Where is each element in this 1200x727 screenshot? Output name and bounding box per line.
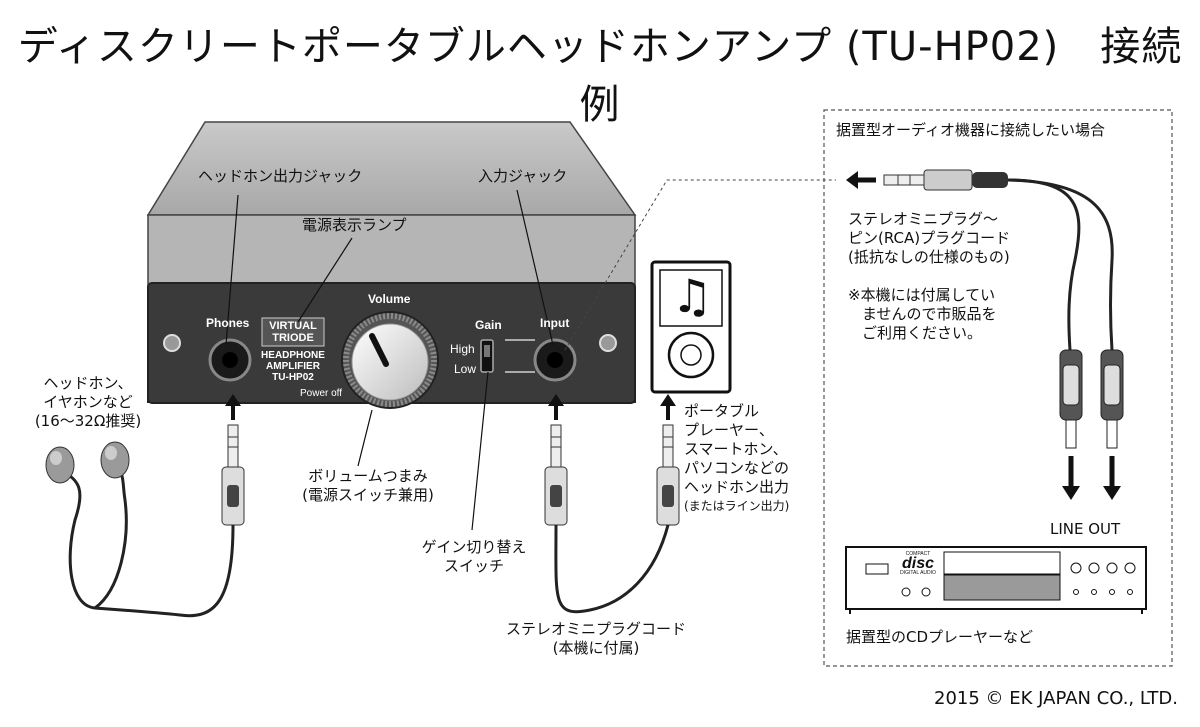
panel-screw-left: [163, 334, 181, 352]
callout-power-lamp: 電源表示ランプ: [302, 216, 407, 234]
phones-plug: [221, 424, 245, 526]
callout-headphones-line-3: (16〜32Ω推奨): [34, 412, 142, 430]
rca-cord-mini-plug: [846, 169, 1008, 191]
page-title: ディスクリートポータブルヘッドホンアンプ (TU-HP02) 接続例: [17, 24, 1183, 128]
rca-note-line-2: ませんので市販品を: [862, 305, 997, 323]
panel-label-gain: Gain: [475, 318, 502, 332]
rca-cord-line-2: ピン(RCA)プラグコード: [848, 229, 1011, 247]
rca-note-line-1: ※本機には付属してい: [848, 286, 996, 304]
input-plug: [544, 424, 568, 526]
stationary-heading: 据置型オーディオ機器に接続したい場合: [836, 121, 1105, 139]
brand-badge: VIRTUAL TRIODE: [262, 320, 324, 344]
callout-headphones: ヘッドホン、 イヤホンなど (16〜32Ω推奨): [28, 374, 148, 431]
panel-label-phones: Phones: [206, 316, 250, 330]
callout-input-jack: 入力ジャック: [478, 167, 568, 185]
callout-volume-line-1: ボリュームつまみ: [308, 467, 428, 485]
panel-label-power-off: Power off: [300, 388, 343, 399]
power-lamp-led: [261, 317, 325, 347]
rca-y-cable: [1007, 178, 1081, 351]
callout-gain-line-1: ゲイン切り替え: [421, 538, 527, 556]
callout-gain-line-2: スイッチ: [443, 557, 504, 575]
callout-headphone-output-jack: ヘッドホン出力ジャック: [198, 167, 363, 185]
product-line-2: AMPLIFIER: [266, 361, 320, 372]
callout-gain-switch: ゲイン切り替え スイッチ: [418, 538, 530, 576]
callout-player-line-5: ヘッドホン出力: [684, 478, 790, 496]
panel-label-gain-high: High: [450, 342, 475, 356]
cd-logo-main: disc: [901, 555, 934, 572]
rca-cord-note: ※本機には付属してい ませんので市販品を ご利用ください。: [848, 286, 997, 343]
callout-portable-player: ポータブル プレーヤー、 スマートホン、 パソコンなどの ヘッドホン出力 (また…: [684, 402, 789, 516]
rca-cord-line-1: ステレオミニプラグ〜: [848, 210, 999, 228]
brand-line-2: TRIODE: [272, 332, 314, 344]
cd-player-label: 据置型のCDプレーヤーなど: [846, 628, 1034, 646]
callout-player-line-2: プレーヤー、: [684, 421, 774, 439]
callout-cable-line-2: (本機に付属): [552, 639, 640, 657]
player-plug: [656, 424, 680, 526]
cd-logo-top: COMPACT: [905, 551, 931, 557]
callout-player-line-3: スマートホン、: [684, 440, 788, 458]
earbud-left: [45, 446, 75, 484]
callout-player-line-1: ポータブル: [684, 402, 760, 420]
panel-screw-right: [599, 334, 617, 352]
callout-cable-line-1: ステレオミニプラグコード: [505, 620, 686, 638]
product-model: TU-HP02: [272, 372, 314, 383]
callout-player-line-6: (またはライン出力): [684, 499, 790, 513]
brand-line-1: VIRTUAL: [269, 320, 317, 332]
stereo-mini-cable: [554, 524, 670, 614]
music-note-icon: ♫: [671, 269, 713, 323]
callout-player-line-4: パソコンなどの: [684, 459, 790, 477]
panel-label-volume: Volume: [368, 292, 411, 306]
product-line-1: HEADPHONE: [261, 350, 325, 361]
rca-cord-description: ステレオミニプラグ〜 ピン(RCA)プラグコード (抵抗なしの仕様のもの): [848, 210, 1010, 267]
copyright: 2015 © EK JAPAN CO., LTD.: [934, 688, 1178, 709]
rca-cord-line-3: (抵抗なしの仕様のもの): [848, 248, 1010, 266]
rca-plug-left: [1059, 349, 1083, 449]
cd-logo-bottom: DIGITAL AUDIO: [900, 570, 936, 576]
rca-plug-right: [1100, 349, 1124, 449]
callout-volume-knob: ボリュームつまみ (電源スイッチ兼用): [302, 467, 434, 505]
callout-volume-line-2: (電源スイッチ兼用): [302, 486, 434, 504]
stationary-frame: [823, 109, 1173, 667]
panel-label-input: Input: [540, 316, 570, 330]
product-label: HEADPHONE AMPLIFIER TU-HP02: [258, 350, 328, 383]
callout-headphones-line-2: イヤホンなど: [43, 393, 133, 411]
cd-player: [845, 546, 1147, 614]
callout-stereo-cable: ステレオミニプラグコード (本機に付属): [496, 620, 696, 658]
callout-headphones-line-1: ヘッドホン、: [43, 374, 133, 392]
panel-label-gain-low: Low: [454, 362, 477, 376]
stationary-lead-line: [564, 179, 836, 351]
earbud-right: [100, 441, 130, 479]
line-out-label: LINE OUT: [1050, 520, 1121, 538]
rca-note-line-3: ご利用ください。: [862, 324, 983, 342]
headphone-cable: [59, 468, 235, 618]
compact-disc-logo: COMPACT disc DIGITAL AUDIO: [896, 552, 940, 576]
portable-player: [650, 260, 732, 394]
